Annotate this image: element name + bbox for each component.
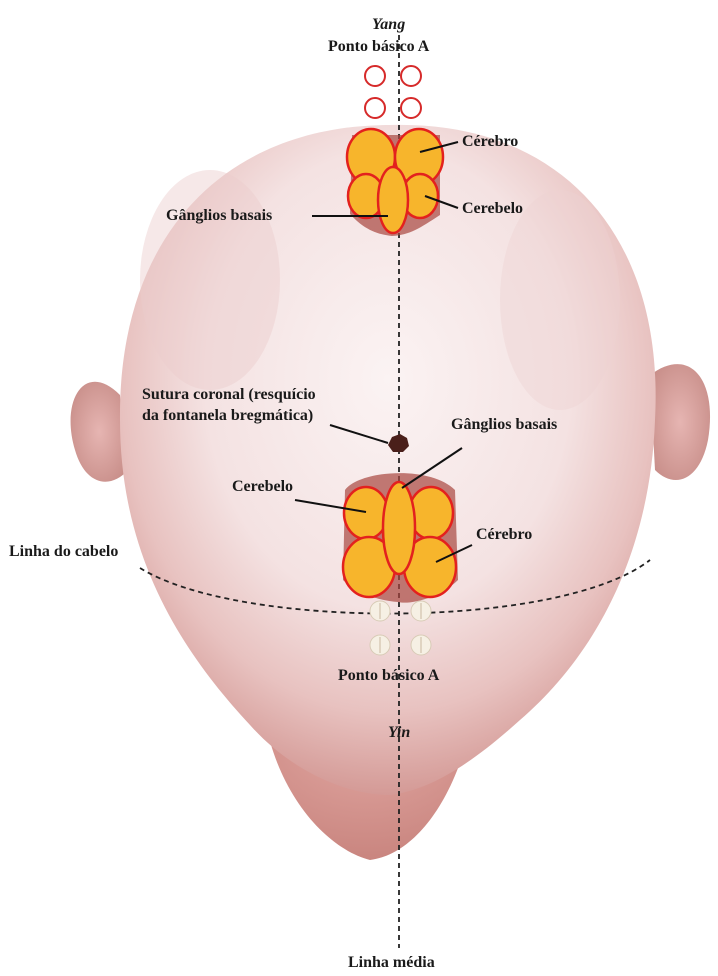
basic-point [401, 98, 421, 118]
head-shading [140, 170, 280, 390]
zone-basal-ganglia [378, 167, 408, 233]
cerebrum-top-label: Cérebro [462, 133, 518, 151]
cerebellum-bottom-label: Cerebelo [232, 478, 293, 496]
basic-points-top [365, 66, 421, 118]
yang-label: Yang [372, 16, 405, 34]
left-ear [71, 382, 128, 482]
cerebellum-top-label: Cerebelo [462, 200, 523, 218]
midline-label: Linha média [348, 954, 435, 972]
bottom-zone [343, 473, 458, 603]
coronal-suture-label-line2: da fontanela bregmática) [142, 407, 313, 425]
basic-point-a-bottom-label: Ponto básico A [338, 667, 439, 685]
basic-point [401, 66, 421, 86]
basic-point [365, 98, 385, 118]
right-ear [650, 364, 710, 480]
cerebrum-bottom-label: Cérebro [476, 526, 532, 544]
zone-basal-ganglia [383, 482, 415, 574]
top-zone [347, 129, 443, 236]
basic-point [365, 66, 385, 86]
basic-point-a-top-label: Ponto básico A [328, 38, 429, 56]
head-shading [500, 190, 620, 410]
coronal-suture-label-line1: Sutura coronal (resquício [142, 386, 316, 404]
yin-label: Yin [388, 724, 410, 742]
zone-cerebellum [344, 487, 388, 539]
hairline-label: Linha do cabelo [9, 543, 118, 561]
basal-ganglia-bottom-label: Gânglios basais [451, 416, 557, 434]
basal-ganglia-top-label: Gânglios basais [166, 207, 272, 225]
